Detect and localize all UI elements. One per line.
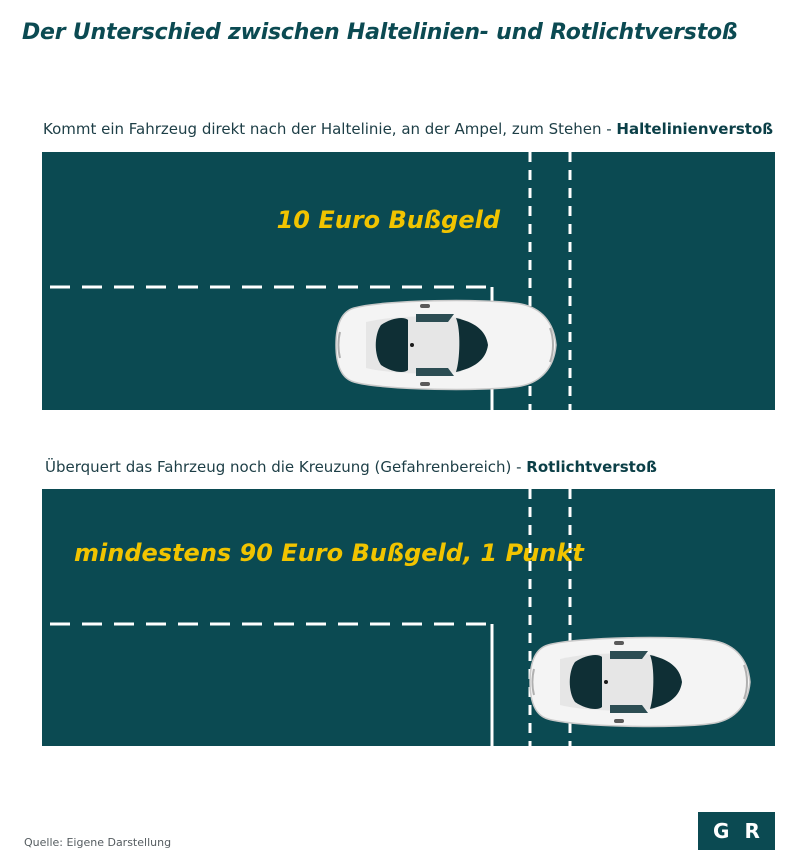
scenario-2-road-svg <box>42 489 775 746</box>
scenario-2-caption-text: Überquert das Fahrzeug noch die Kreuzung… <box>45 458 527 476</box>
scenario-1-caption-text: Kommt ein Fahrzeug direkt nach der Halte… <box>43 120 617 138</box>
car <box>529 636 751 728</box>
page-title: Der Unterschied zwischen Haltelinien- un… <box>22 20 738 45</box>
scenario-2-caption-term: Rotlichtverstoß <box>526 458 657 476</box>
car <box>335 299 557 391</box>
scenario-2-caption: Überquert das Fahrzeug noch die Kreuzung… <box>45 458 657 476</box>
scenario-1-road-diagram: 10 Euro Bußgeld <box>42 152 775 410</box>
scenario-2-fine: mindestens 90 Euro Bußgeld, 1 Punkt <box>74 539 584 567</box>
scenario-1-road-svg <box>42 152 775 410</box>
source-note: Quelle: Eigene Darstellung <box>24 836 172 849</box>
scenario-1-caption-term: Haltelinienverstoß <box>616 120 774 138</box>
gr-logo: G R <box>698 812 775 850</box>
scenario-1-fine: 10 Euro Bußgeld <box>276 206 500 234</box>
scenario-2-road-diagram: mindestens 90 Euro Bußgeld, 1 Punkt <box>42 489 775 746</box>
scenario-1-caption: Kommt ein Fahrzeug direkt nach der Halte… <box>43 120 773 138</box>
logo-letter-g: G <box>713 819 730 843</box>
logo-letter-r: R <box>744 819 760 843</box>
